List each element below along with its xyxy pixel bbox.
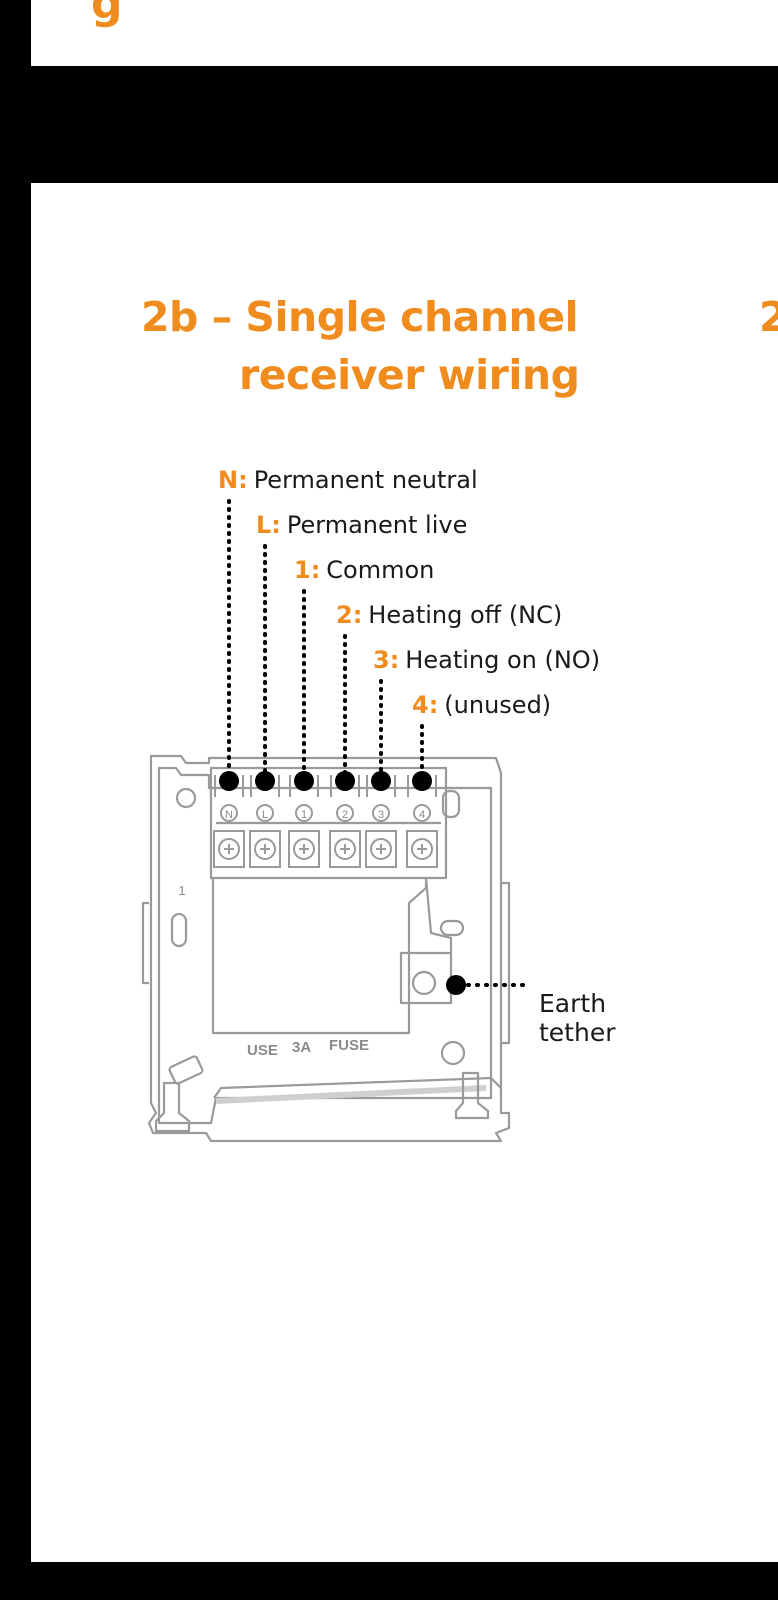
earth-label-line1: Earth	[539, 989, 607, 1018]
terminal-connection-dot	[371, 771, 391, 791]
terminal-block	[209, 766, 448, 880]
left-rail	[141, 901, 149, 985]
terminal-screw-slot	[224, 844, 234, 854]
terminal-connection-dot	[255, 771, 275, 791]
earth-bracket	[399, 951, 453, 1005]
terminal-fin	[407, 775, 437, 797]
fuse-label-fuse: FUSE	[329, 1037, 369, 1054]
earth-leader	[446, 975, 527, 995]
terminal-key: 3:	[373, 646, 400, 674]
terminal-screw-housing	[213, 830, 245, 868]
earth-connection-dot	[446, 975, 466, 995]
section-title-line2: receiver wiring	[239, 351, 580, 399]
terminal-screw-housing	[288, 830, 320, 868]
fuse-label-use: USE	[247, 1042, 278, 1059]
bottom-right-screw-ring	[440, 1040, 466, 1066]
terminal-symbol-ring	[295, 804, 313, 822]
terminal-screw-slot	[417, 844, 427, 854]
earth-screw-ring	[411, 970, 437, 996]
section-title-line1: 2b – Single channel	[141, 293, 579, 341]
terminal-screw-housing	[329, 830, 361, 868]
right-foot-screw	[454, 1071, 490, 1120]
bottom-rail	[213, 1076, 503, 1099]
terminal-connection-dot	[412, 771, 432, 791]
terminal-fin	[330, 775, 360, 797]
section-title: 2b – Single channel receiver wiring	[141, 288, 580, 404]
backplate-wiring-diagram: N L 1 2 3 4 1 USE 3A FUSE	[141, 499, 527, 1143]
terminal-symbol: 4	[419, 809, 425, 821]
terminal-leaders	[219, 499, 432, 791]
terminal-key: 4:	[412, 691, 439, 719]
side-slot	[170, 912, 188, 948]
terminal-screw-head	[334, 838, 356, 860]
terminal-fin	[250, 775, 280, 797]
terminal-screw-head	[411, 838, 433, 860]
backplate-outline	[147, 754, 511, 1143]
terminal-symbol: N	[225, 809, 233, 821]
terminal-description: Permanent neutral	[253, 466, 478, 494]
terminal-description: Heating off (NC)	[368, 601, 563, 629]
right-rail	[501, 881, 511, 1045]
earth-label-line2: tether	[539, 1018, 616, 1047]
terminal-connection-dot	[335, 771, 355, 791]
terminal-screw-slot	[376, 844, 386, 854]
right-hole	[439, 919, 465, 937]
terminal-posts: N L 1 2 3 4	[213, 775, 438, 868]
terminal-symbol: 3	[378, 809, 384, 821]
terminal-symbol-ring	[372, 804, 390, 822]
next-section-title-fragment: 2	[759, 293, 778, 341]
terminal-key: 1:	[294, 556, 321, 584]
terminal-screw-head	[293, 838, 315, 860]
bottom-left-tab	[168, 1055, 204, 1085]
fuse-label-amps: 3A	[292, 1039, 311, 1056]
terminal-fin	[214, 775, 244, 797]
previous-page-heading-fragment: g	[91, 0, 123, 29]
terminal-connection-dot	[219, 771, 239, 791]
terminal-key: 2:	[336, 601, 363, 629]
terminal-screw-head	[254, 838, 276, 860]
earth-bracket-arm	[424, 877, 453, 953]
terminal-description: Permanent live	[286, 511, 468, 539]
terminal-symbol-ring	[336, 804, 354, 822]
manual-page: 2b – Single channel receiver wiring 2 N:…	[31, 183, 778, 1562]
terminal-label-live: L:Permanent live	[256, 510, 467, 540]
fuse-compartment	[211, 878, 428, 1035]
terminal-label-heating-off: 2:Heating off (NC)	[336, 600, 562, 630]
terminal-label-neutral: N:Permanent neutral	[218, 465, 478, 495]
terminal-fin	[366, 775, 396, 797]
terminal-screw-slot	[260, 844, 270, 854]
terminal-screw-slot	[340, 844, 350, 854]
bottom-strip	[215, 1085, 487, 1104]
terminal-symbol: L	[262, 809, 268, 821]
terminal-label-common: 1:Common	[294, 555, 434, 585]
top-right-slot	[441, 789, 461, 819]
terminal-symbol-ring	[256, 804, 274, 822]
backplate-inner-outline	[157, 766, 493, 1125]
terminal-key: N:	[218, 466, 248, 494]
terminal-symbol: 2	[342, 809, 348, 821]
terminal-screw-housing	[406, 830, 438, 868]
terminal-description: (unused)	[444, 691, 552, 719]
previous-page-fragment: g	[31, 0, 778, 66]
terminal-symbol-ring	[220, 804, 238, 822]
terminal-screw-head	[370, 838, 392, 860]
terminal-key: L:	[256, 511, 281, 539]
terminal-description: Heating on (NO)	[405, 646, 601, 674]
terminal-description: Common	[326, 556, 435, 584]
left-foot-screw	[154, 1081, 191, 1133]
terminal-label-heating-on: 3:Heating on (NO)	[373, 645, 600, 675]
terminal-screw-housing	[365, 830, 397, 868]
terminal-connection-dot	[294, 771, 314, 791]
terminal-screw-head	[218, 838, 240, 860]
top-left-screw-ring	[175, 787, 197, 809]
earth-tether-label: Earth tether	[539, 989, 616, 1047]
terminal-symbol-ring	[413, 804, 431, 822]
terminal-label-unused: 4:(unused)	[412, 690, 551, 720]
terminal-screw-housing	[249, 830, 281, 868]
side-number: 1	[178, 883, 185, 898]
terminal-screw-slot	[299, 844, 309, 854]
terminal-fin	[289, 775, 319, 797]
terminal-symbol: 1	[301, 809, 307, 821]
